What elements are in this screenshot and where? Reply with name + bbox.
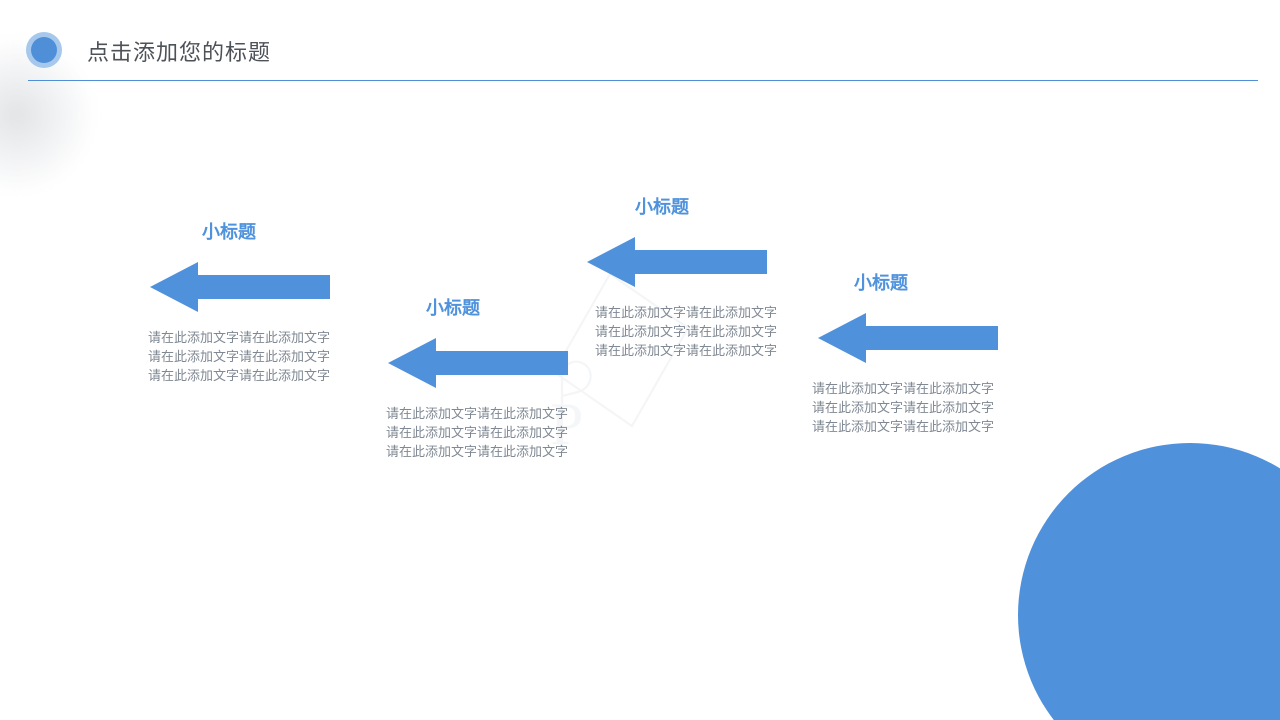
arrow-left-icon [388, 338, 568, 388]
page-title[interactable]: 点击添加您的标题 [87, 40, 272, 65]
large-blue-circle-decoration [1018, 443, 1280, 720]
arrow-left-icon [587, 237, 767, 287]
group-body-text[interactable]: 请在此添加文字请在此添加文字请在此添加文字请在此添加文字请在此添加文字请在此添加… [147, 330, 330, 383]
group-body-text[interactable]: 请在此添加文字请在此添加文字请在此添加文字请在此添加文字请在此添加文字请在此添加… [811, 381, 994, 434]
group-sub-title[interactable]: 小标题 [854, 273, 908, 293]
group-sub-title[interactable]: 小标题 [635, 197, 689, 217]
header-divider [28, 80, 1258, 81]
group-sub-title[interactable]: 小标题 [426, 298, 480, 318]
group-sub-title[interactable]: 小标题 [202, 222, 256, 242]
group-body-text[interactable]: 请在此添加文字请在此添加文字请在此添加文字请在此添加文字请在此添加文字请在此添加… [594, 305, 777, 358]
arrow-left-icon [818, 313, 998, 363]
group-body-text[interactable]: 请在此添加文字请在此添加文字请在此添加文字请在此添加文字请在此添加文字请在此添加… [385, 406, 568, 459]
arrow-left-icon [150, 262, 330, 312]
filled-circle-ring-icon [26, 32, 62, 68]
ppt-watermark: P [550, 272, 690, 453]
